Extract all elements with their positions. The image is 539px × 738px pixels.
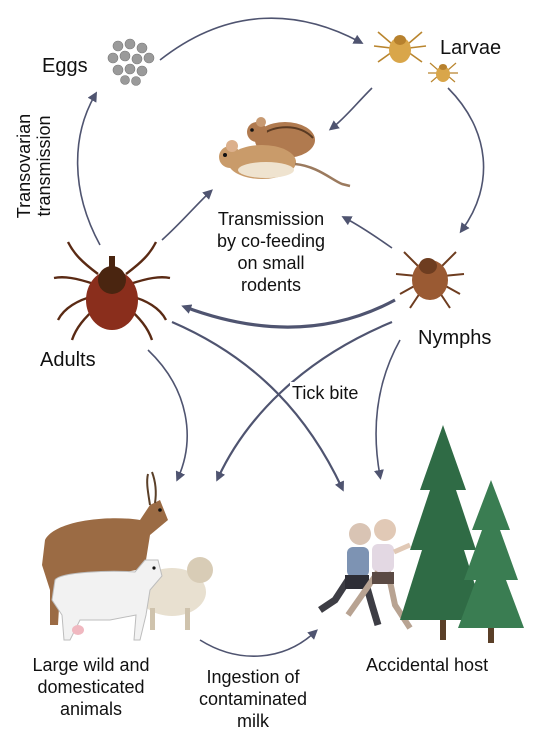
larva-large-icon [374, 32, 426, 63]
arrow-adults-to-animals [148, 350, 187, 478]
nymph-tick-icon [396, 252, 464, 308]
eggs-icon [108, 39, 154, 86]
transovarian-label: Transovarian transmission [14, 86, 54, 246]
arrow-animals-to-accidental-host [200, 632, 315, 656]
arrow-larvae-to-nymphs [448, 88, 484, 230]
ingestion-label: Ingestion of contaminated milk [178, 666, 328, 732]
arrow-adults-to-accidental-host [172, 322, 342, 488]
stage-label-larvae: Larvae [440, 36, 501, 60]
arrow-nymphs-to-rodents [345, 218, 392, 248]
arrow-eggs-to-larvae [160, 18, 360, 60]
arrow-nymphs-to-accidental-host [376, 340, 400, 476]
cofeeding-label: Transmission by co-feeding on small rode… [196, 208, 346, 296]
stage-label-eggs: Eggs [42, 54, 88, 78]
stage-label-adults: Adults [40, 348, 96, 372]
tree-icon [458, 480, 524, 643]
arrow-nymphs-to-adults [185, 300, 395, 327]
stage-label-nymphs: Nymphs [418, 326, 491, 350]
arrow-adults-to-eggs [78, 95, 100, 245]
adult-tick-icon [54, 242, 170, 340]
larva-small-icon [428, 63, 458, 82]
large-animals-label: Large wild and domesticated animals [6, 654, 176, 720]
tick-bite-label: Tick bite [290, 382, 360, 404]
arrow-larvae-to-rodents [332, 88, 372, 128]
accidental-host-label: Accidental host [366, 654, 488, 676]
